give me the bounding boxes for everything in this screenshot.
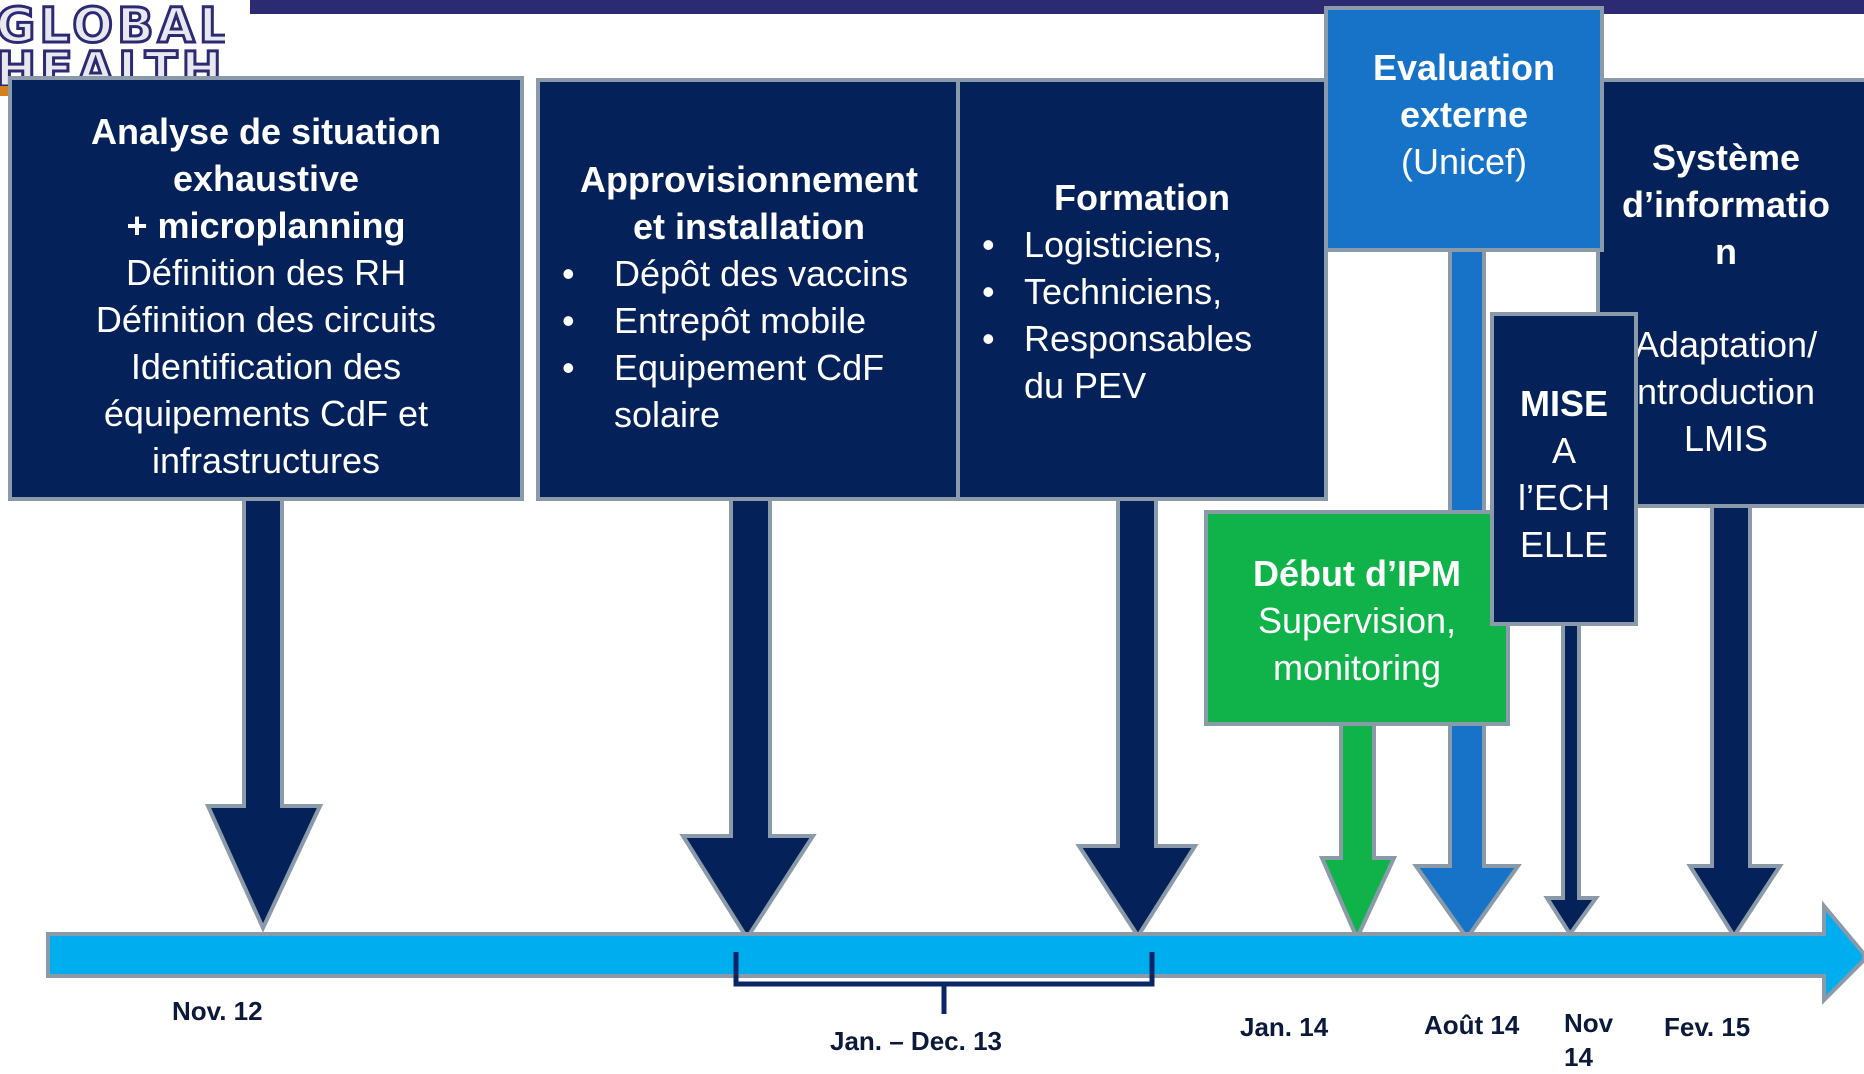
formation-bullet-1: Logisticiens,: [960, 221, 1324, 268]
date-nov-14-line1: Nov: [1564, 1008, 1614, 1038]
analyse-title-line2: exhaustive: [172, 158, 360, 199]
appro-title-line2: et installation: [632, 206, 866, 247]
analyse-title-line3: + microplanning: [126, 205, 406, 246]
analyse-line2: Définition des circuits: [95, 299, 437, 340]
box-approvisionnement: Approvisionnement et installation Dépôt …: [536, 78, 962, 501]
formation-bullet-2: Techniciens,: [960, 268, 1324, 315]
systeme-title-line1: Système: [1651, 137, 1801, 178]
systeme-line3: LMIS: [1683, 418, 1769, 459]
logo-text-line1: GLOBAL: [0, 0, 225, 54]
date-jan-14: Jan. 14: [1240, 1012, 1329, 1042]
box-evaluation-externe: Evaluation externe (Unicef): [1324, 6, 1604, 252]
date-jan-dec-13: Jan. – Dec. 13: [830, 1026, 1002, 1056]
formation-bullet-list: Logisticiens, Techniciens, Responsables: [960, 221, 1324, 362]
appro-bullet-3-continuation: solaire: [614, 394, 721, 435]
mise-line2: l’ECH: [1517, 477, 1610, 518]
arrow-appro: [679, 495, 817, 942]
analyse-line5: infrastructures: [151, 440, 381, 481]
formation-bullet-3: Responsables: [960, 315, 1324, 362]
date-nov-14: Nov 14: [1564, 1006, 1613, 1074]
box-systeme-information: Système d’informatio n Adaptation/ ntrod…: [1596, 78, 1864, 508]
formation-bullet-3-continuation: du PEV: [1024, 365, 1147, 406]
arrow-mise: [1543, 620, 1600, 938]
arrow-systeme: [1686, 503, 1784, 940]
mise-line1: A: [1551, 430, 1576, 471]
date-nov-14-line2: 14: [1564, 1042, 1593, 1072]
ipm-line1: Supervision,: [1257, 600, 1457, 641]
date-fev-15: Fev. 15: [1664, 1012, 1751, 1042]
evaluation-title-line1: Evaluation: [1372, 47, 1556, 88]
date-aout-14: Août 14: [1424, 1010, 1520, 1040]
systeme-title-line3: n: [1715, 231, 1737, 272]
timeline-arrow: [46, 900, 1864, 1005]
appro-bullet-1: Dépôt des vaccins: [540, 250, 958, 297]
analyse-line3: Identification des: [130, 346, 402, 387]
date-nov-12: Nov. 12: [172, 996, 263, 1026]
analyse-line4: équipements CdF et: [103, 393, 429, 434]
evaluation-title-line2: externe: [1399, 94, 1529, 135]
mise-title: MISE: [1519, 383, 1608, 424]
appro-bullet-3: Equipement CdF: [540, 344, 958, 391]
analyse-title-line1: Analyse de situation: [90, 111, 442, 152]
box-mise-a-echelle: MISE A l’ECH ELLE: [1490, 312, 1638, 626]
appro-bullet-2: Entrepôt mobile: [540, 297, 958, 344]
period-bracket: [733, 952, 1155, 1014]
appro-bullet-list: Dépôt des vaccins Entrepôt mobile Equipe…: [540, 250, 958, 391]
box-analyse-situation: Analyse de situation exhaustive + microp…: [8, 76, 524, 501]
arrow-ipm: [1318, 720, 1398, 943]
systeme-line1: Adaptation/: [1634, 324, 1818, 365]
appro-title-line1: Approvisionnement: [579, 159, 919, 200]
ipm-title: Début d’IPM: [1253, 553, 1461, 594]
evaluation-sub: (Unicef): [1400, 141, 1528, 182]
arrow-analyse: [204, 495, 324, 933]
systeme-line2: ntroduction: [1636, 371, 1816, 412]
arrow-formation: [1075, 495, 1199, 940]
mise-line3: ELLE: [1519, 524, 1609, 565]
formation-title: Formation: [1054, 177, 1230, 218]
box-formation: Formation Logisticiens, Techniciens, Res…: [956, 78, 1328, 501]
systeme-title-line2: d’informatio: [1622, 184, 1830, 225]
ipm-line2: monitoring: [1272, 647, 1442, 688]
box-debut-ipm: Début d’IPM Supervision, monitoring: [1204, 510, 1510, 726]
analyse-line1: Définition des RH: [125, 252, 407, 293]
